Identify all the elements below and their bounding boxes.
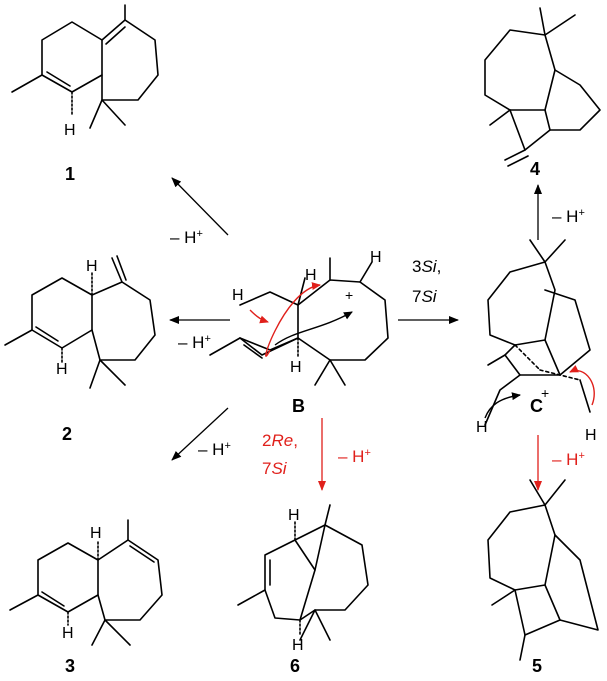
structure-compound-3 xyxy=(9,519,163,646)
h-label-b1: H xyxy=(232,287,244,304)
label-compound-1: 1 xyxy=(65,164,75,184)
curly-arrow-b-red-2 xyxy=(249,309,269,324)
label-intermediate-c: C xyxy=(530,396,543,416)
h-label-6b: H xyxy=(292,637,304,654)
h-label-2b: H xyxy=(56,361,68,378)
arrow-label-3: – H+ xyxy=(198,440,231,459)
arrow-label-c-2: 7Si xyxy=(412,287,438,306)
curly-arrow-c-red xyxy=(569,365,595,406)
structure-intermediate-b xyxy=(209,257,389,386)
label-compound-4: 4 xyxy=(530,159,540,179)
cation-c: + xyxy=(541,385,549,401)
h-label-3b: H xyxy=(62,625,74,642)
structure-compound-2 xyxy=(4,255,156,389)
h-label-3a: H xyxy=(90,525,102,542)
arrow-label-1: – H+ xyxy=(170,228,203,247)
label-compound-3: 3 xyxy=(65,656,75,676)
arrow-label-c-1: 3Si, xyxy=(412,257,441,276)
cation-b: + xyxy=(345,287,353,303)
curly-arrow-c-black xyxy=(484,392,521,419)
h-label-b3: H xyxy=(370,249,382,266)
curly-arrow-b-red xyxy=(265,282,321,357)
arrow-label-6: – H+ xyxy=(338,447,371,466)
structure-intermediate-c xyxy=(484,239,591,426)
structure-compound-5 xyxy=(487,479,599,661)
structure-compound-1 xyxy=(11,4,159,129)
h-label-1: H xyxy=(64,122,76,139)
structure-compound-4 xyxy=(484,7,601,167)
arrow-label-5: – H+ xyxy=(552,450,585,469)
h-label-c1: H xyxy=(476,419,488,436)
structure-compound-6 xyxy=(237,504,369,641)
h-label-b4: H xyxy=(290,359,302,376)
label-compound-5: 5 xyxy=(532,656,542,676)
arrow-label-6-stereo-1: 2Re, xyxy=(262,431,298,450)
curly-arrow-b-black xyxy=(274,311,353,346)
label-intermediate-b: B xyxy=(292,396,305,416)
h-label-2a: H xyxy=(86,258,98,275)
label-compound-6: 6 xyxy=(290,656,300,676)
arrow-label-2: – H+ xyxy=(178,333,211,352)
arrow-label-4: – H+ xyxy=(552,207,585,226)
arrow-b-to-3 xyxy=(171,407,229,461)
h-label-c2: H xyxy=(585,427,597,444)
arrow-label-6-stereo-2: 7Si xyxy=(262,459,288,478)
label-compound-2: 2 xyxy=(62,424,72,444)
h-label-b2: H xyxy=(305,267,317,284)
h-label-6a: H xyxy=(288,507,300,524)
arrow-b-to-1 xyxy=(171,177,229,236)
